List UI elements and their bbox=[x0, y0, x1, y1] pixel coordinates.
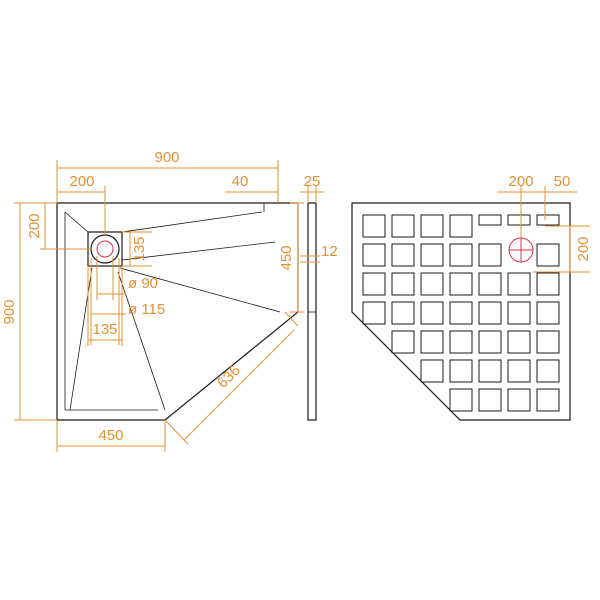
dim-drain-housing-width: 135 bbox=[87, 266, 123, 346]
dim-thickness-label: 25 bbox=[304, 173, 321, 190]
drain-outer-ring bbox=[90, 234, 120, 264]
grid-cell bbox=[362, 301, 386, 325]
grid-cell bbox=[536, 388, 560, 412]
side-view: 25 12 bbox=[300, 173, 338, 421]
grid-cell bbox=[536, 272, 560, 296]
drain bbox=[87, 231, 123, 267]
slope-lines bbox=[64, 203, 281, 411]
dim-bottom-length-label: 450 bbox=[98, 427, 123, 444]
grid-cell bbox=[362, 214, 386, 238]
grid-cell bbox=[507, 214, 531, 226]
grid-cell bbox=[420, 330, 444, 354]
top-view: 900 200 40 900 200 bbox=[1, 149, 304, 452]
grid-cell bbox=[420, 272, 444, 296]
dim-bottom-drain-offset-y-label: 200 bbox=[575, 236, 592, 261]
grid-cell bbox=[507, 272, 531, 296]
dim-drain-housing-label: 135 bbox=[131, 236, 148, 261]
dim-total-width: 900 bbox=[56, 149, 279, 203]
dim-drain-outer-diameter-label: ø 115 bbox=[128, 301, 165, 318]
dim-right-side-length: 450 bbox=[278, 202, 304, 313]
grid-cell bbox=[362, 272, 386, 296]
grid-cell bbox=[449, 243, 473, 267]
side-profile bbox=[307, 202, 317, 421]
dim-edge-offset-top-label: 40 bbox=[232, 173, 249, 190]
grid-cell bbox=[391, 330, 415, 354]
grid-cell bbox=[536, 243, 560, 267]
grid-cell bbox=[507, 359, 531, 383]
dim-bottom-drain-offset-x-label: 200 bbox=[508, 173, 533, 190]
grid-cell bbox=[449, 214, 473, 238]
dim-drain-outer-diameter: ø 115 bbox=[90, 258, 165, 345]
grid-cell bbox=[420, 243, 444, 267]
grid-cell bbox=[420, 214, 444, 238]
dim-bottom-drain-offset-side-label: 50 bbox=[554, 173, 571, 190]
bottom-view: 200 50 200 bbox=[351, 173, 592, 421]
grid-cell bbox=[449, 272, 473, 296]
grid-cell bbox=[507, 301, 531, 325]
dim-total-depth: 900 bbox=[1, 202, 57, 421]
dim-total-depth-label: 900 bbox=[1, 299, 18, 324]
dim-edge-height: 12 bbox=[300, 243, 338, 263]
dim-drain-offset-y-label: 200 bbox=[26, 213, 43, 238]
bottom-outline bbox=[351, 202, 571, 421]
dim-right-side-length-label: 450 bbox=[278, 245, 295, 270]
support-grid bbox=[362, 214, 560, 412]
grid-cell bbox=[478, 359, 502, 383]
dim-diagonal-length-label: 636 bbox=[214, 362, 244, 392]
grid-cell bbox=[507, 388, 531, 412]
grid-cell bbox=[536, 214, 560, 226]
dim-bottom-drain-offset-x: 200 bbox=[497, 173, 545, 238]
dim-drain-housing: 135 bbox=[122, 231, 152, 267]
tray-outline bbox=[56, 202, 299, 421]
grid-cell bbox=[478, 388, 502, 412]
dim-drain-diameter-label: ø 90 bbox=[128, 275, 158, 292]
dim-bottom-length: 450 bbox=[56, 420, 166, 452]
dim-drain-diameter: ø 90 bbox=[96, 256, 158, 300]
drain-housing bbox=[87, 231, 123, 267]
grid-cell bbox=[536, 359, 560, 383]
grid-cell bbox=[449, 388, 473, 412]
grid-cell bbox=[478, 330, 502, 354]
grid-cell bbox=[420, 359, 444, 383]
grid-cell bbox=[478, 214, 502, 226]
dim-diagonal-length: 636 bbox=[164, 311, 299, 445]
grid-cell bbox=[391, 301, 415, 325]
dim-total-width-label: 900 bbox=[154, 149, 179, 166]
dim-drain-offset-x-label: 200 bbox=[69, 173, 94, 190]
grid-cell bbox=[362, 243, 386, 267]
drain-hole bbox=[96, 240, 114, 258]
grid-cell bbox=[449, 330, 473, 354]
grid-cell bbox=[507, 330, 531, 354]
dim-drain-offset-x: 200 bbox=[57, 173, 106, 235]
grid-cell bbox=[478, 243, 502, 267]
grid-cell bbox=[391, 214, 415, 238]
grid-cell bbox=[449, 359, 473, 383]
grid-cell bbox=[478, 272, 502, 296]
dim-bottom-drain-offset-y: 200 bbox=[533, 225, 592, 273]
grid-cell bbox=[391, 272, 415, 296]
grid-cell bbox=[391, 243, 415, 267]
grid-cell bbox=[449, 301, 473, 325]
dim-bottom-drain-offset-side: 50 bbox=[544, 173, 577, 220]
grid-cell bbox=[420, 301, 444, 325]
grid-cell bbox=[536, 301, 560, 325]
dim-drain-offset-y: 200 bbox=[26, 203, 92, 250]
dim-edge-offset-top: 40 bbox=[225, 173, 278, 193]
dim-drain-housing-width-label: 135 bbox=[92, 321, 117, 338]
grid-cell bbox=[536, 330, 560, 354]
dim-thickness: 25 bbox=[300, 173, 324, 203]
dim-edge-height-label: 12 bbox=[321, 243, 338, 260]
grid-cell bbox=[478, 301, 502, 325]
